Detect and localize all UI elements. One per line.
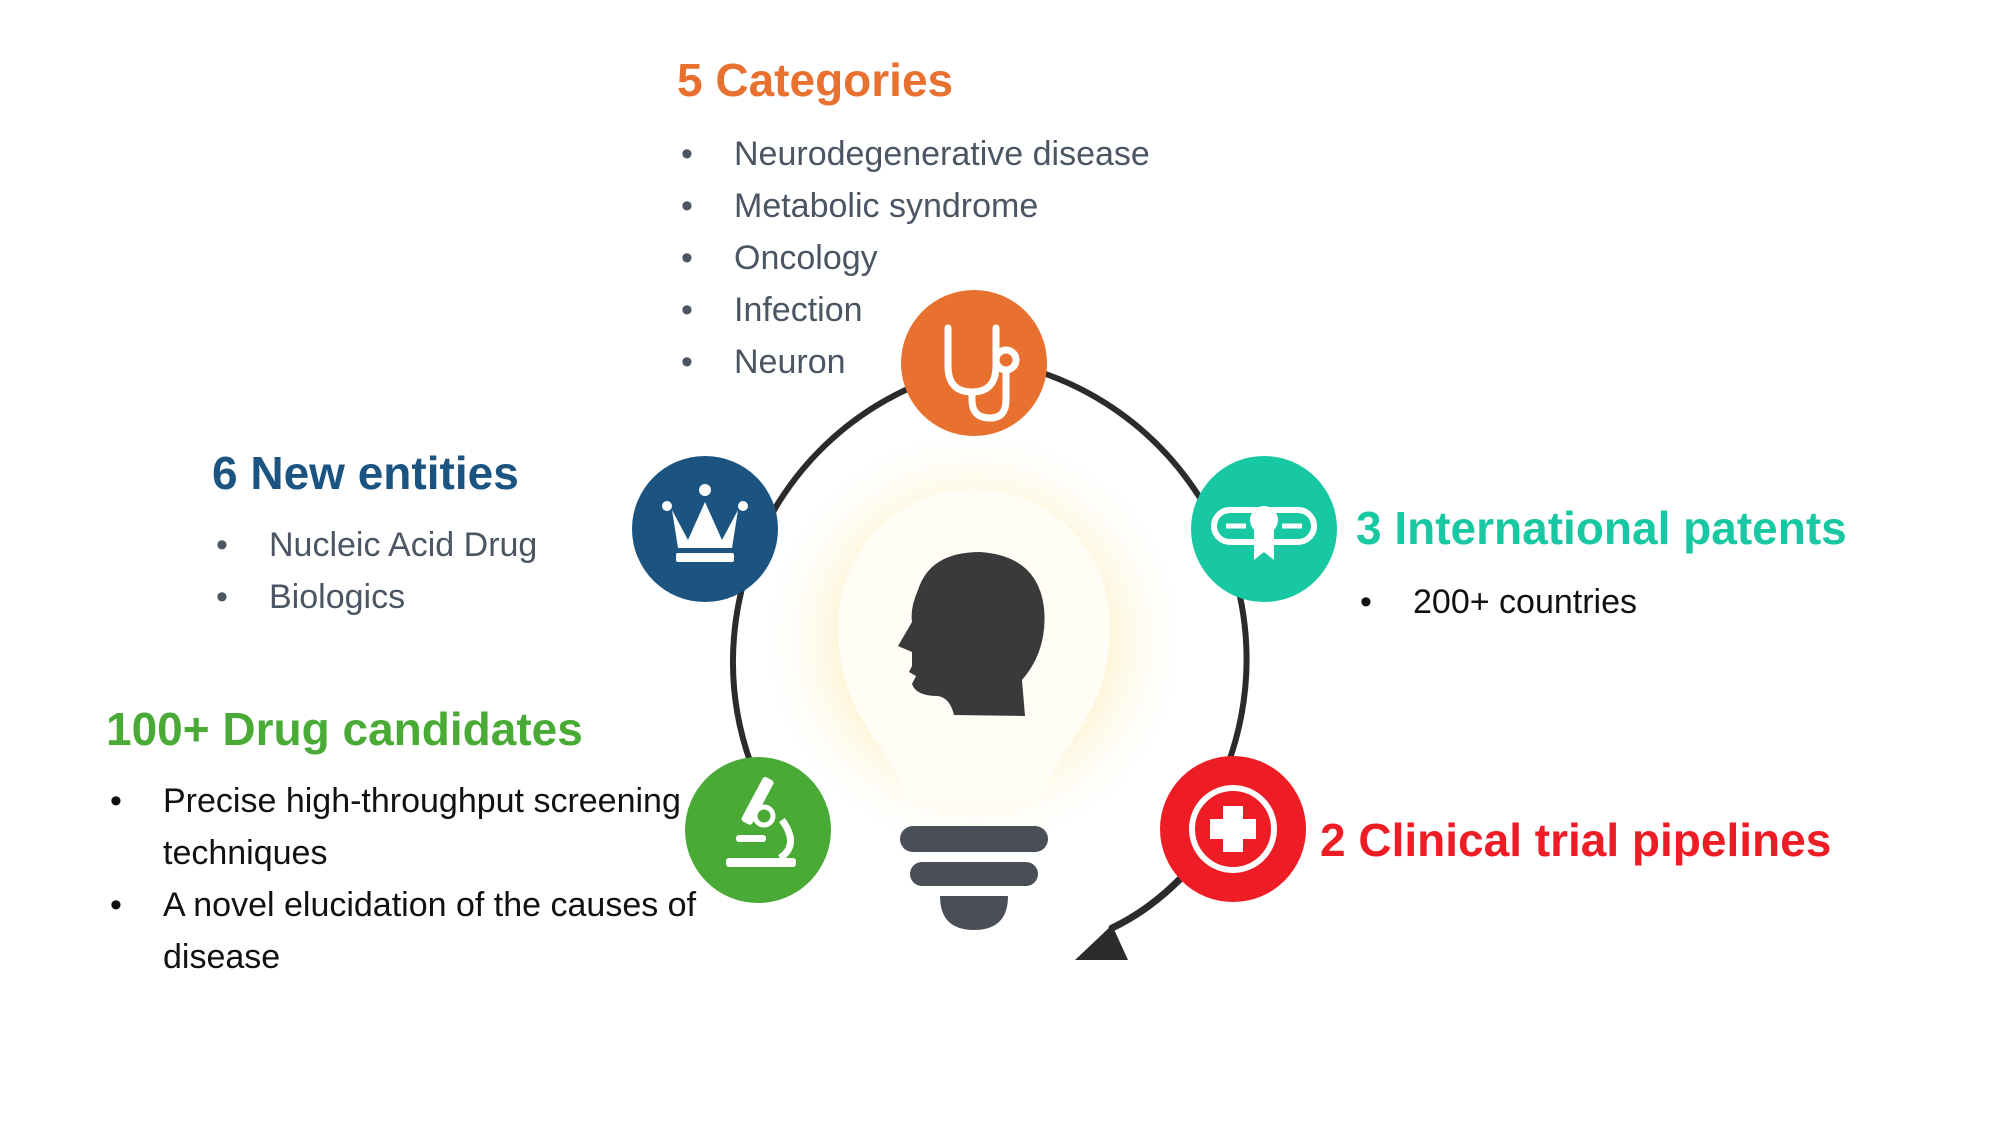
clinical-block: 2 Clinical trial pipelines: [1320, 815, 1831, 866]
patents-node: [1191, 456, 1337, 602]
medical-cross-icon: [1189, 785, 1277, 873]
drug-candidates-heading: 100+ Drug candidates: [106, 703, 583, 755]
list-item: Metabolic syndrome: [677, 180, 1150, 232]
list-item: Oncology: [677, 232, 1150, 284]
list-item: Precise high-throughput screening techni…: [106, 775, 706, 879]
categories-heading: 5 Categories: [677, 54, 954, 106]
arrowhead-icon: [1075, 925, 1128, 960]
list-item: A novel elucidation of the causes of dis…: [106, 879, 706, 983]
diploma-icon: [1211, 506, 1317, 560]
drug-candidates-node: [685, 757, 831, 903]
categories-block: 5 Categories Neurodegenerative disease M…: [677, 55, 1150, 388]
microscope-icon: [726, 777, 796, 867]
entities-list: Nucleic Acid Drug Biologics: [212, 519, 537, 623]
list-item: Neurodegenerative disease: [677, 128, 1150, 180]
patents-block: 3 International patents 200+ countries: [1356, 503, 1847, 628]
list-item: Nucleic Acid Drug: [212, 519, 537, 571]
categories-list: Neurodegenerative disease Metabolic synd…: [677, 128, 1150, 388]
drug-candidates-block: 100+ Drug candidates Precise high-throug…: [106, 704, 706, 983]
crown-icon: [662, 484, 748, 562]
list-item: Infection: [677, 284, 1150, 336]
patents-list: 200+ countries: [1356, 576, 1847, 628]
ring-arc-tail: [1108, 872, 1187, 932]
list-item: 200+ countries: [1356, 576, 1847, 628]
entities-node: [632, 456, 778, 602]
entities-heading: 6 New entities: [212, 447, 519, 499]
entities-block: 6 New entities Nucleic Acid Drug Biologi…: [212, 448, 537, 623]
clinical-heading: 2 Clinical trial pipelines: [1320, 814, 1832, 866]
clinical-node: [1160, 756, 1306, 902]
drug-candidates-list: Precise high-throughput screening techni…: [106, 775, 706, 983]
list-item: Neuron: [677, 336, 1150, 388]
patents-heading: 3 International patents: [1356, 502, 1847, 554]
list-item: Biologics: [212, 571, 537, 623]
lightbulb-head-icon: [754, 420, 1194, 930]
